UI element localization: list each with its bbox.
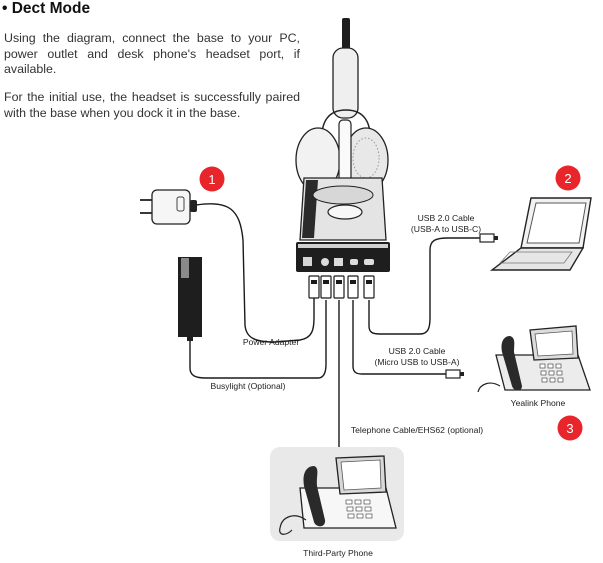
instruction-paragraph-2: For the initial use, the headset is succ… [4,90,300,120]
mic-tip [327,204,363,220]
usb-phone-cable-label-2: (Micro USB to USB-A) [375,357,460,367]
usb-pc-cable [368,237,480,335]
cables [189,203,480,448]
port-power [303,257,312,266]
badge-3: 3 [557,415,583,441]
third-party-phone-label: Third-Party Phone [303,548,373,558]
yealink-phone-label: Yealink Phone [511,398,566,408]
telephone-cable-label: Telephone Cable/EHS62 (optional) [351,425,483,435]
power-adapter-label: Power Adapter [243,337,300,347]
badge-1: 1 [199,166,225,192]
headband-tip [342,18,350,52]
busylight [178,257,202,341]
usb-pc-cable-label-1: USB 2.0 Cable [418,213,475,223]
port-busylight [321,258,329,266]
section-title: • Dect Mode [2,0,91,17]
yealink-phone-device [445,325,591,393]
power-adapter [140,189,197,225]
port-usb-pc [364,259,374,265]
badge-3-number: 3 [566,421,573,436]
usb-pc-cable-label-2: (USB-A to USB-C) [411,224,481,234]
instruction-paragraph-1: Using the diagram, connect the base to y… [4,31,300,77]
headband-top [332,47,359,119]
usb-phone-cable-label-1: USB 2.0 Cable [389,346,446,356]
port-usb-phone [350,259,358,265]
badge-1-number: 1 [208,172,215,187]
headset-base [295,18,390,299]
power-cable [195,203,315,343]
third-party-phone-device [270,447,404,541]
busylight-cable [189,300,327,379]
port-telephone [334,258,343,266]
busylight-label: Busylight (Optional) [211,381,286,391]
laptop [479,197,592,271]
badge-2-number: 2 [564,171,571,186]
badge-2: 2 [555,165,581,191]
usb-phone-cable [352,300,446,375]
